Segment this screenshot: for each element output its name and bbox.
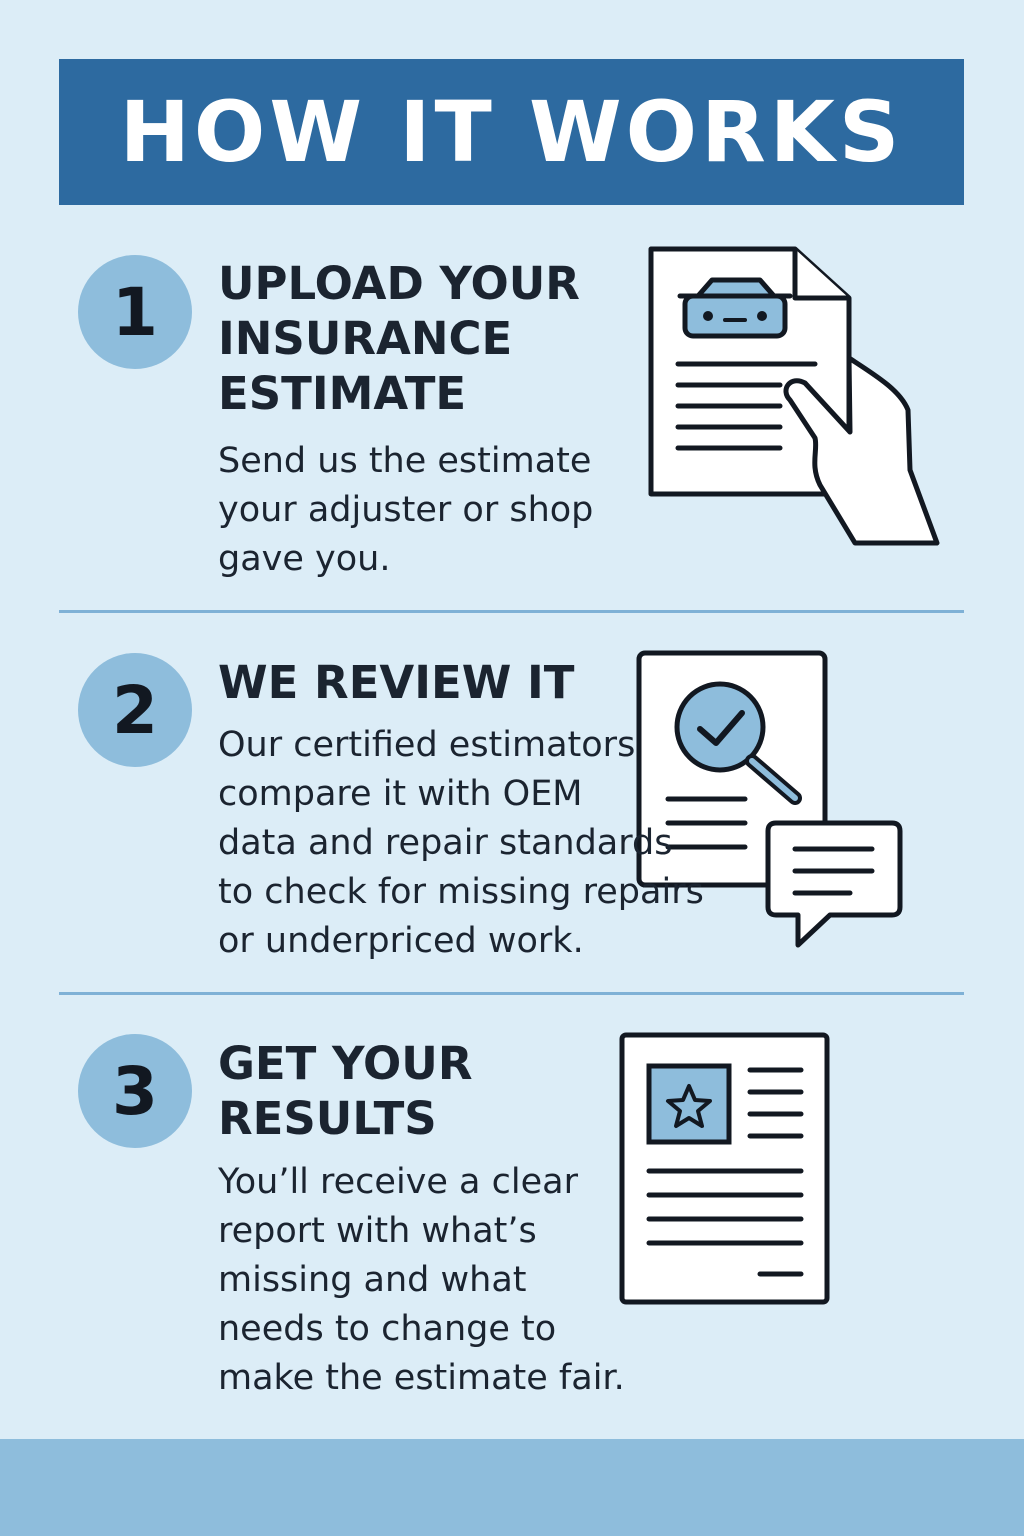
section-divider <box>59 992 964 995</box>
step-3-number-badge: 3 <box>78 1034 192 1148</box>
document-in-hand-icon <box>648 246 940 546</box>
footer-bar <box>0 1439 1024 1536</box>
page-title: HOW IT WORKS <box>119 83 904 181</box>
step-1-title: UPLOAD YOUR INSURANCE ESTIMATE <box>218 257 580 420</box>
step-1-number-badge: 1 <box>78 255 192 369</box>
step-1-description: Send us the estimate your adjuster or sh… <box>218 441 594 579</box>
document-magnifier-chat-icon <box>636 650 903 948</box>
step-3-description: You’ll receive a clear report with what’… <box>218 1162 625 1398</box>
step-2-number-badge: 2 <box>78 653 192 767</box>
section-divider <box>59 610 964 613</box>
step-2-description: Our certified estimators compare it with… <box>218 725 704 961</box>
report-star-icon <box>619 1032 830 1305</box>
step-3-title: GET YOUR RESULTS <box>218 1037 473 1145</box>
step-2-title: WE REVIEW IT <box>218 656 575 709</box>
header-banner: HOW IT WORKS <box>59 59 964 205</box>
